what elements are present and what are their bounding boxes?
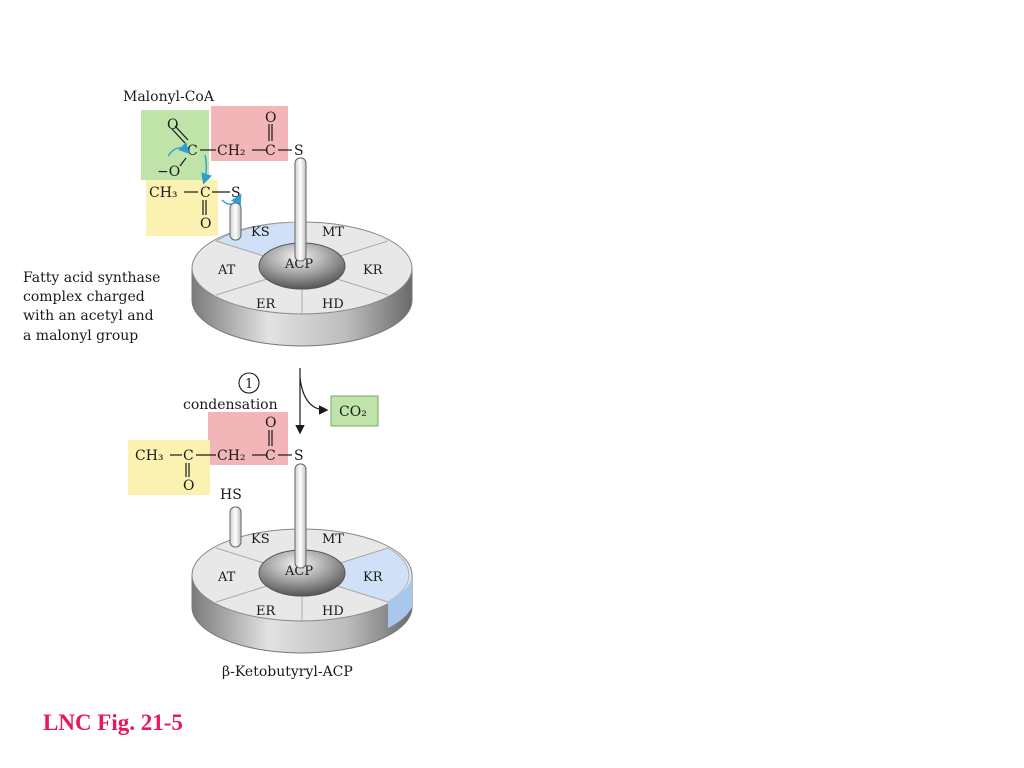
co2-release-arrow: [299, 377, 329, 415]
acetyl-highlight-box-bottom: [128, 440, 210, 495]
acp-pin: [294, 157, 307, 262]
side-text-line-2: complex charged: [23, 289, 145, 305]
segment-acp-label: ACP: [284, 257, 313, 272]
segment-kr-label: KR: [363, 263, 384, 278]
segment-ks-label: KS: [251, 532, 270, 547]
bottom-section: CH₃ C O CH₂ C O S HS KS MT AT ACP KR ER: [128, 412, 413, 680]
condensation-label: condensation: [183, 397, 278, 413]
ks-pin: [229, 506, 242, 548]
ks-pin: [229, 202, 242, 241]
segment-acp-label: ACP: [284, 564, 313, 579]
atom-o2: O: [265, 415, 276, 431]
atom-s2: S: [231, 185, 241, 201]
side-text-line-3: with an acetyl and: [23, 308, 154, 324]
atom-o1: O: [183, 478, 194, 494]
figure-caption: LNC Fig. 21-5: [43, 710, 183, 735]
segment-hd-label: HD: [322, 604, 344, 619]
segment-at-label: AT: [217, 570, 236, 585]
segment-mt-label: MT: [322, 532, 344, 547]
malonyl-highlight-box: [211, 106, 288, 161]
atom-o3: O: [200, 216, 211, 232]
atom-ch3: CH₃: [135, 448, 164, 464]
atom-c3: C: [200, 185, 211, 201]
atom-ch2: CH₂: [217, 143, 246, 159]
atom-c2: C: [265, 143, 276, 159]
segment-ks-label: KS: [251, 225, 270, 240]
atom-minus-o: −O: [157, 164, 180, 180]
co2-box: [330, 395, 379, 427]
segment-kr-side-highlight: [388, 575, 412, 628]
electron-arrow-2: [201, 154, 212, 185]
segment-kr-highlight: [300, 547, 410, 603]
atom-o2: O: [265, 110, 276, 126]
atom-c2: C: [265, 448, 276, 464]
step-number: 1: [245, 377, 253, 392]
atom-s: S: [294, 448, 304, 464]
atom-hs: HS: [220, 487, 242, 503]
acp-pin: [294, 463, 307, 569]
segment-hd-label: HD: [322, 297, 344, 312]
bond-c-o-minus: [179, 157, 187, 167]
segment-mt-label: MT: [322, 225, 344, 240]
bond-o-c: [174, 125, 189, 141]
top-section: Malonyl-CoA O C −O CH₂ O C S CH₃ C S O: [23, 89, 413, 347]
carboxyl-highlight-box: [141, 110, 209, 180]
step-number-circle: [238, 372, 260, 394]
atom-ch2: CH₂: [217, 448, 246, 464]
co2-label: CO₂: [339, 404, 367, 420]
side-text-line-1: Fatty acid synthase: [23, 270, 160, 286]
malonyl-highlight-box-bottom: [208, 412, 288, 465]
bond-o-c-double: [171, 128, 186, 144]
atom-ch3: CH₃: [149, 185, 178, 201]
electron-arrow-1: [167, 142, 190, 157]
segment-at-label: AT: [217, 263, 236, 278]
malonyl-coa-label: Malonyl-CoA: [123, 89, 215, 105]
side-text-line-4: a malonyl group: [23, 328, 138, 344]
condensation-step: 1 condensation CO₂: [183, 368, 379, 435]
fas-wheel-bottom: KS MT AT ACP KR ER HD: [191, 528, 413, 654]
segment-er-label: ER: [256, 604, 276, 619]
atom-o1: O: [167, 117, 178, 133]
atom-c1: C: [183, 448, 194, 464]
ketobutyryl-acp-label: β-Ketobutyryl-ACP: [222, 664, 353, 680]
atom-s1: S: [294, 143, 304, 159]
atom-c1: C: [187, 143, 198, 159]
segment-kr-label: KR: [363, 570, 384, 585]
segment-er-label: ER: [256, 297, 276, 312]
